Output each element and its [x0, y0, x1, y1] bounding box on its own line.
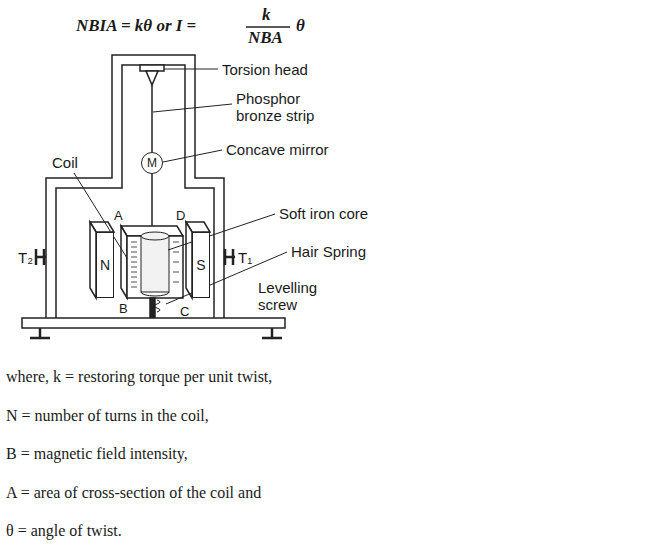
- node-text: N: [100, 258, 110, 272]
- levelling-screw: [262, 328, 282, 338]
- label: T₂: [18, 249, 33, 266]
- pole-piece: S: [192, 232, 210, 298]
- torsion-head: [140, 65, 164, 71]
- label: Soft iron core: [279, 205, 368, 222]
- label: Coil: [52, 154, 78, 171]
- coil-front: [127, 236, 183, 298]
- label: D: [176, 209, 185, 224]
- node-text: S: [196, 258, 205, 272]
- label: NBIA = kθ or I =: [76, 16, 196, 36]
- core-bottom: [141, 292, 169, 296]
- terminal: [36, 249, 46, 265]
- label: where, k = restoring torque per unit twi…: [6, 368, 272, 386]
- label: N = number of turns in the coil,: [6, 407, 209, 425]
- soft-iron-core: [141, 236, 169, 292]
- coil-side: [121, 226, 127, 298]
- label: Hair Spring: [291, 243, 366, 260]
- coil-support: [150, 298, 155, 318]
- label: NBA: [248, 28, 283, 48]
- label: A: [114, 209, 123, 224]
- label: θ = angle of twist.: [6, 522, 122, 540]
- base-plate: [22, 318, 285, 328]
- label: Phosphor bronze strip: [236, 90, 328, 125]
- label: A = area of cross-section of the coil an…: [6, 484, 261, 502]
- casing-outer: [46, 55, 224, 318]
- label: T₁: [238, 249, 252, 266]
- core-top: [141, 232, 169, 240]
- label: Levelling screw: [258, 279, 330, 314]
- pole-piece: N: [96, 232, 114, 298]
- terminal: [225, 249, 235, 265]
- label: C: [180, 305, 189, 320]
- suspension-strip: [151, 85, 153, 152]
- suspension-strip: [151, 174, 153, 231]
- label: k: [262, 5, 271, 25]
- casing-inner: [56, 65, 214, 318]
- label: B: [119, 302, 128, 317]
- mirror-circle: M: [141, 152, 163, 174]
- label: B = magnetic field intensity,: [6, 445, 188, 463]
- label: Concave mirror: [226, 141, 329, 158]
- torsion-head-pin: [146, 71, 158, 85]
- label: Torsion head: [222, 61, 308, 78]
- hair-spring: [154, 300, 160, 312]
- levelling-screw: [30, 328, 50, 338]
- node-text: M: [147, 157, 157, 169]
- fraction-bar: [246, 26, 290, 28]
- label: θ: [296, 16, 305, 36]
